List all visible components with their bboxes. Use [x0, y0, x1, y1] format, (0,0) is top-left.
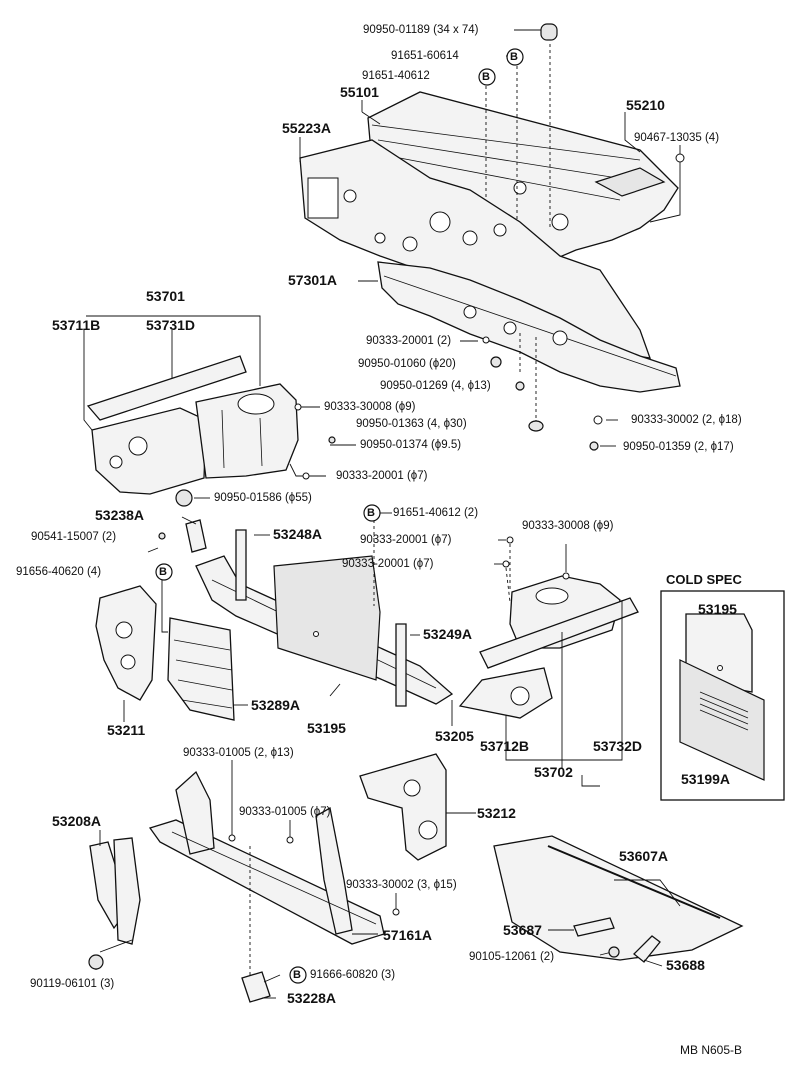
label-55101: 55101 — [340, 84, 379, 100]
label-55210: 55210 — [626, 97, 665, 113]
b-marker-2: B — [482, 71, 490, 83]
bracket-53688 — [633, 935, 661, 963]
label-53688: 53688 — [666, 957, 705, 973]
label-57161A: 57161A — [383, 927, 433, 943]
label-90333-01005-2: 90333-01005 (2, ϕ13) — [183, 747, 294, 759]
b-marker-3: B — [367, 507, 375, 519]
b-marker-5: B — [293, 969, 301, 981]
label-cold-spec-53195: 53195 — [698, 601, 737, 617]
label-90950-01060: 90950-01060 (ϕ20) — [358, 358, 456, 370]
label-53701: 53701 — [146, 288, 185, 304]
label-91656-40620: 91656-40620 (4) — [16, 566, 102, 578]
label-53289A: 53289A — [251, 697, 301, 713]
clamp-53687 — [573, 917, 615, 937]
bracket-53238A — [185, 519, 207, 553]
label-53211: 53211 — [107, 722, 146, 738]
label-53228A: 53228A — [287, 990, 337, 1006]
cold-spec-cover-53199A — [679, 659, 765, 781]
label-90467-13035: 90467-13035 (4) — [634, 132, 720, 144]
label-57301A: 57301A — [288, 272, 338, 288]
label-91651-60614: 91651-60614 — [391, 50, 459, 62]
label-53205: 53205 — [435, 728, 474, 744]
radiator-shroud-53195 — [273, 555, 381, 681]
label-53208A: 53208A — [52, 813, 102, 829]
label-91651-40612-2: 91651-40612 (2) — [393, 507, 479, 519]
label-cold-spec-53199A: 53199A — [681, 771, 731, 787]
label-90105-12061: 90105-12061 (2) — [469, 951, 555, 963]
label-90333-30008-b: 90333-30008 (ϕ9) — [522, 520, 614, 532]
b-marker-1: B — [510, 51, 518, 63]
apron-assy-53701 — [86, 355, 299, 495]
label-53711B: 53711B — [52, 317, 101, 333]
crossmember-57161A — [148, 770, 385, 945]
label-90333-20001-7b: 90333-20001 (ϕ7) — [360, 534, 452, 546]
label-53212: 53212 — [477, 805, 516, 821]
cowl-panel-57301A — [377, 261, 681, 393]
label-90950-01363: 90950-01363 (4, ϕ30) — [356, 418, 467, 430]
cold-spec-title: COLD SPEC — [666, 572, 742, 587]
b-marker-icons — [155, 48, 524, 984]
label-53712B: 53712B — [480, 738, 530, 754]
bracket-53228A — [241, 971, 271, 1003]
label-53732D: 53732D — [593, 738, 643, 754]
hood-rod-53607A — [493, 835, 744, 961]
label-90333-30002-2: 90333-30002 (2, ϕ18) — [631, 414, 742, 426]
label-53248A: 53248A — [273, 526, 323, 542]
label-90333-20001-7c: 90333-20001 (ϕ7) — [342, 558, 434, 570]
label-90950-01359: 90950-01359 (2, ϕ17) — [623, 441, 734, 453]
dash-panel-lower-55223A — [299, 139, 651, 359]
leader-lines — [83, 29, 681, 999]
label-90950-01374: 90950-01374 (ϕ9.5) — [360, 439, 462, 451]
label-90333-30002-3: 90333-30002 (3, ϕ15) — [346, 879, 457, 891]
brace-53249A — [395, 623, 407, 707]
apron-assy-53702 — [458, 575, 639, 719]
label-53238A: 53238A — [95, 507, 145, 523]
splash-shield-53212 — [359, 753, 447, 861]
label-90950-01586: 90950-01586 (ϕ55) — [214, 492, 312, 504]
cold-spec-box — [660, 590, 785, 801]
label-90333-01005-7: 90333-01005 (ϕ7) — [239, 806, 331, 818]
label-90333-30008-a: 90333-30008 (ϕ9) — [324, 401, 416, 413]
label-91666-60820: 91666-60820 (3) — [310, 969, 396, 981]
label-91651-40612-top: 91651-40612 — [362, 70, 430, 82]
footer-code: MB N605-B — [680, 1043, 743, 1057]
label-90950-01189: 90950-01189 (34 x 74) — [363, 24, 479, 36]
fasteners — [88, 23, 685, 970]
seal-53289A — [167, 617, 235, 721]
bracket-53208A — [89, 837, 141, 945]
label-53249A: 53249A — [423, 626, 473, 642]
label-90333-20001-2: 90333-20001 (2) — [366, 335, 452, 347]
b-marker-4: B — [159, 566, 167, 578]
label-90541-15007: 90541-15007 (2) — [31, 531, 117, 543]
label-90950-01269: 90950-01269 (4, ϕ13) — [380, 380, 491, 392]
hood-lock-support-53211 — [95, 585, 157, 701]
label-90333-20001-7a: 90333-20001 (ϕ7) — [336, 470, 428, 482]
label-55223A: 55223A — [282, 120, 332, 136]
label-90119-06101: 90119-06101 (3) — [30, 978, 115, 990]
brace-53248A — [235, 529, 247, 601]
label-53687: 53687 — [503, 922, 542, 938]
label-53607A: 53607A — [619, 848, 669, 864]
label-53195: 53195 — [307, 720, 346, 736]
label-53702: 53702 — [534, 764, 573, 780]
label-53731D: 53731D — [146, 317, 196, 333]
